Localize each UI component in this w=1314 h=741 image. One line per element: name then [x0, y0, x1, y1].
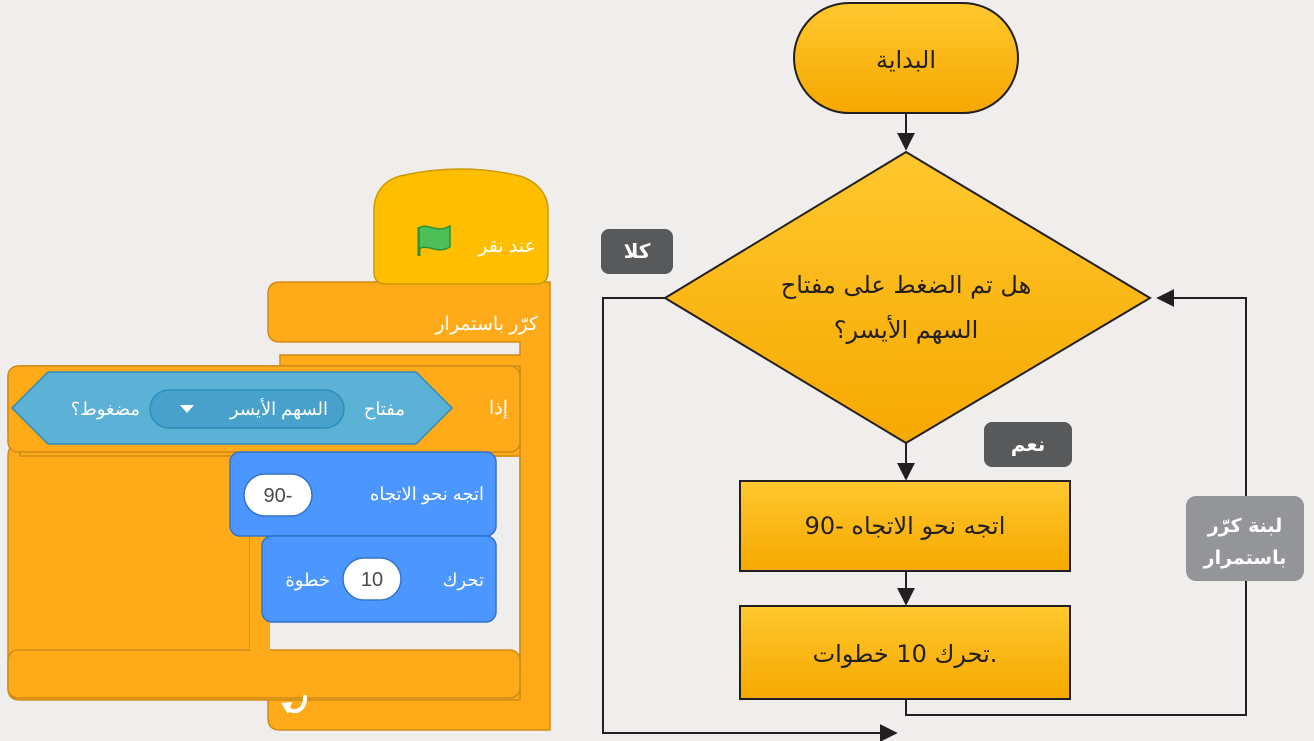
key-dropdown-value: السهم الأيسر — [229, 397, 328, 420]
start-label: البداية — [876, 46, 936, 74]
step-1-label: اتجه نحو الاتجاه -90 — [805, 512, 1006, 540]
direction-input[interactable] — [243, 473, 313, 517]
when-flag-clicked-block[interactable] — [373, 168, 549, 285]
hat-label: عند نقر — [477, 236, 536, 257]
connector-loop-back — [905, 289, 1247, 716]
key-dropdown[interactable] — [149, 389, 345, 429]
yes-badge — [984, 422, 1072, 467]
key-label: مفتاح — [364, 399, 405, 420]
steps-input-value: 10 — [361, 569, 383, 591]
decision-line-2: السهم الأيسر؟ — [834, 315, 978, 344]
green-flag-icon — [417, 224, 451, 256]
process-step-1 — [739, 480, 1071, 572]
loop-note-line-2: باستمرار — [1203, 547, 1287, 569]
move-label: تحرك — [443, 570, 484, 591]
loop-note-badge — [1186, 496, 1304, 581]
step-2-label: تحرك 10 خطوات. — [813, 640, 998, 668]
loop-arrow-icon — [281, 695, 307, 714]
pressed-label: مضغوط؟ — [71, 399, 140, 420]
point-label: اتجه نحو الاتجاه — [370, 484, 484, 505]
decision-line-1: هل تم الضغط على مفتاح — [781, 271, 1031, 299]
process-step-2 — [739, 605, 1071, 700]
connector-no-branch — [602, 297, 898, 741]
move-unit-label: خطوة — [285, 570, 330, 591]
no-label: كلا — [624, 239, 651, 263]
loop-note-line-1: لبنة كرّر — [1207, 515, 1283, 537]
scratch-script: كرّر باستمرار عند نقر إذا مفتاح السهم ال… — [7, 168, 551, 731]
if-label: إذا — [489, 398, 508, 419]
yes-label: نعم — [1011, 432, 1045, 456]
no-badge — [601, 229, 673, 274]
forever-label: كرّر باستمرار — [434, 314, 539, 335]
decision-diamond — [663, 150, 1152, 445]
flowchart: البداية هل تم الضغط على مفتاح السهم الأي… — [601, 2, 1304, 741]
steps-input[interactable] — [342, 557, 402, 601]
direction-input-value: 90- — [264, 485, 293, 507]
dropdown-triangle-icon — [180, 405, 194, 413]
start-terminator — [793, 2, 1019, 114]
